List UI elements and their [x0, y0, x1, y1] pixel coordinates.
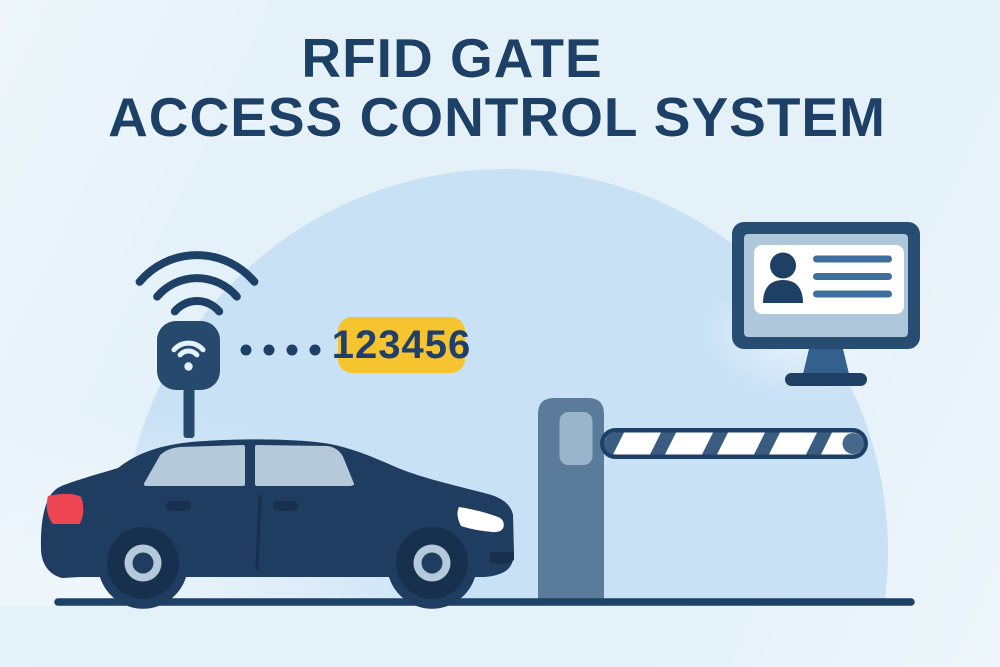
- monitor-neck: [803, 349, 849, 374]
- car-door-seam: [255, 494, 262, 570]
- dotted-link: [240, 344, 321, 356]
- car-rear-wheel: [107, 527, 179, 599]
- title-line-2: ACCESS CONTROL SYSTEM: [108, 86, 886, 148]
- reader-wifi-icon: [171, 340, 206, 358]
- car-rear-window: [144, 445, 245, 486]
- barrier-stripes: [604, 432, 832, 455]
- monitor-base: [785, 373, 867, 386]
- car-door-handle-front: [273, 501, 298, 511]
- rfid-tag-number: 123456: [331, 322, 472, 367]
- user-icon: [763, 252, 803, 303]
- car-front-bumper-notch: [490, 552, 514, 565]
- gate-post-panel: [559, 412, 593, 465]
- wifi-signal-icon: [135, 251, 259, 316]
- car-front-wheel: [396, 527, 468, 599]
- reader-wifi-dot: [184, 362, 193, 371]
- car-side-mirror: [349, 485, 373, 498]
- id-card-icon: [754, 245, 904, 314]
- car-headlight: [457, 507, 504, 533]
- barrier-gate-icon: [538, 398, 868, 603]
- monitor-icon: [732, 222, 920, 386]
- rfid-tag-badge: 123456: [332, 317, 470, 373]
- title-line-1: RFID GATE: [301, 27, 603, 89]
- car-icon: [40, 439, 515, 609]
- card-text-lines: [813, 255, 892, 298]
- rfid-reader-icon: [157, 321, 220, 438]
- car-door-handle-rear: [166, 501, 191, 511]
- car-front-window: [255, 445, 354, 486]
- barrier-arm: [600, 428, 868, 459]
- car-taillight: [46, 493, 84, 524]
